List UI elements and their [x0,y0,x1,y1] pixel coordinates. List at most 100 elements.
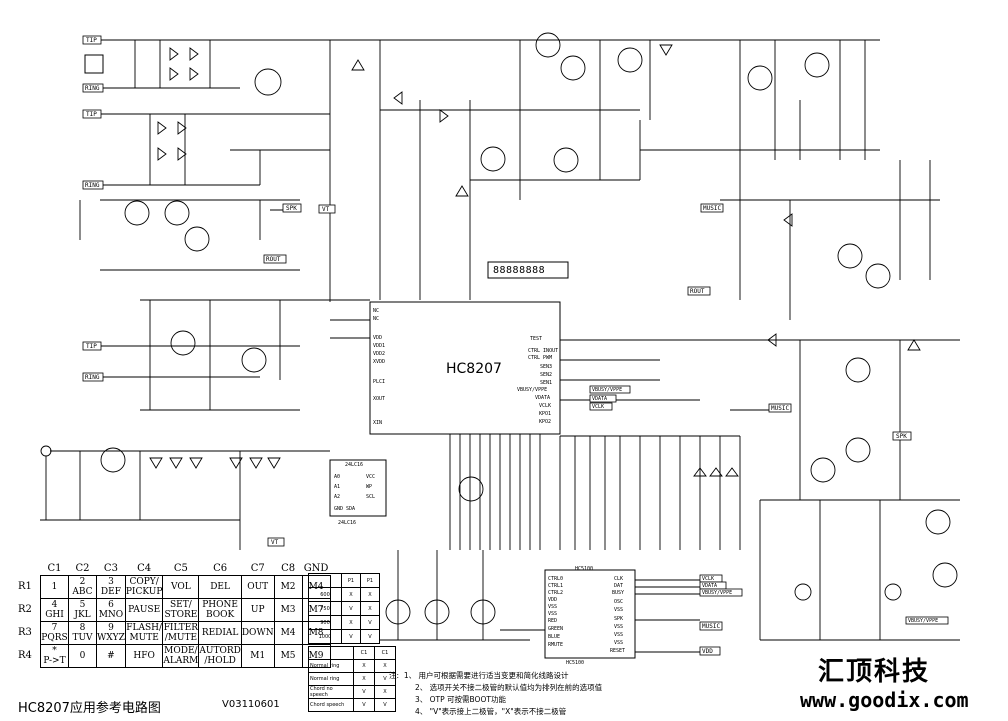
option-table-a: P1 P1 600 X X 750 V X 900 X V 1000 V V [308,573,380,644]
keypad-row-header: R4 [18,650,32,661]
svg-text:MUSIC: MUSIC [771,405,789,412]
keypad-cell: M2 [273,575,303,599]
ring-tag-2: RING [82,180,104,190]
tip-tag-1: TIP [82,35,102,45]
svg-text:MUSIC: MUSIC [702,623,720,630]
keypad-cell: M4 [273,621,303,645]
svg-text:NC: NC [373,308,379,314]
tip-tag-3: TIP [82,341,102,351]
svg-text:A0: A0 [334,474,340,480]
option-table-a-header: P1 P1 [308,573,380,588]
ic-hc5100: HC5100 CTRL0 CTRL1 CTRL2 VDD VSS VSS RED… [500,566,743,666]
keypad-col-header: C8 [281,563,296,574]
svg-text:CTRL1: CTRL1 [548,583,563,589]
svg-text:VDATA: VDATA [535,395,550,401]
ring-tag-3: RING [82,372,104,382]
note-item: 4、 "V"表示接上二极管，"X"表示不接二极管 [415,707,567,716]
top-right-circuits: MUSIC [640,39,940,320]
svg-text:A1: A1 [334,484,340,490]
svg-text:SEN1: SEN1 [540,380,552,386]
note-item: 2、 选项开关不接二极管的默认值均为排列在前的选项值 [415,683,603,692]
svg-text:ROUT: ROUT [690,288,705,295]
keypad-cell: UP [240,598,275,622]
ring-tag-1: RING [82,83,104,93]
option-table-a-row: 750 V X [308,601,380,616]
keypad-cell: M3 [273,598,303,622]
svg-text:CTRL0: CTRL0 [548,576,563,582]
ic-hc8207-label: HC8207 [446,361,502,377]
svg-text:XOUT: XOUT [373,396,385,402]
svg-text:XVDD: XVDD [373,359,385,365]
diagram-version: V03110601 [222,699,280,710]
svg-text:VDD: VDD [373,335,382,341]
music-tag-1: MUSIC [700,203,724,213]
svg-text:VBUSY/VPPE: VBUSY/VPPE [908,618,938,624]
keypad-cell: AUTORD/HOLD [198,644,242,668]
option-table-a-row: 1000 V V [308,629,380,644]
svg-text:BUSY: BUSY [612,590,624,596]
vt-tag-2: VT [267,537,285,547]
svg-text:SPK: SPK [286,205,297,212]
keypad-cell: M1 [240,644,275,668]
diagram-caption: HC8207应用参考电路图 [18,701,161,716]
keypad-col-header: C7 [250,563,265,574]
svg-text:RING: RING [85,374,100,381]
svg-text:TIP: TIP [86,37,97,44]
keypad-cell: DEL [198,575,242,599]
svg-text:VSS: VSS [548,604,557,610]
option-table-b-header: C1 C1 [308,646,396,660]
option-table-a-row: 900 X V [308,615,380,630]
rout-tag-1: ROUT [263,254,287,264]
svg-text:VDD1: VDD1 [373,343,385,349]
vclk-tag-2: VCLK [699,574,723,583]
music-tag-3: MUSIC [699,621,723,631]
option-table-b-row: Chord no speech V X [308,685,396,699]
ic-24lc16: 24LC16 A0 A1 A2 GND SDA VCC WP SCL 24LC1… [329,459,387,526]
svg-text:ROUT: ROUT [266,256,281,263]
keypad-cell: DOWN [240,621,275,645]
tip-ring-input-3: TIP RING [82,299,370,411]
svg-text:VBUSY/VPPE: VBUSY/VPPE [517,387,547,393]
keypad-col-header: GND [303,563,329,574]
keypad-cell: REDIAL [198,621,242,645]
svg-text:RING: RING [85,85,100,92]
svg-text:RED: RED [548,618,557,624]
keypad-cell: COPY/PICKUP [124,575,164,599]
company-website: www.goodix.com [800,688,969,712]
svg-text:VDATA: VDATA [592,396,607,402]
svg-text:SEN3: SEN3 [540,364,552,370]
svg-text:CTRL INOUT: CTRL INOUT [528,348,558,354]
svg-text:A2: A2 [334,494,340,500]
keypad-col-header: C6 [213,563,228,574]
svg-text:VCC: VCC [366,474,375,480]
ic-hc5100-label: HC5100 [575,566,593,572]
svg-text:SCL: SCL [366,494,375,500]
keypad-col-header: C2 [75,563,90,574]
svg-text:OSC: OSC [614,599,623,605]
lcd-display-value: 88888888 [493,265,545,276]
keypad-row: R4 *P->T 0 # HFO MODE/ALARM AUTORD/HOLD … [18,644,331,668]
svg-text:BLUE: BLUE [548,634,560,640]
tip-ring-input-2: TIP RING [82,109,330,190]
note-item: 1、 用户可根据需要进行适当变更和简化线路设计 [403,671,569,680]
vbusy-tag-3: VBUSY/VPPE [905,616,949,625]
company-name: 汇顶科技 [818,657,931,687]
center-top-circuits: VT ROUT [240,32,711,300]
svg-text:WP: WP [366,484,372,490]
svg-text:CTRL PWM: CTRL PWM [528,355,552,361]
notes-block: 注: 1、 用户可根据需要进行适当变更和简化线路设计 2、 选项开关不接二极管的… [389,670,602,718]
option-table-b-row: Normal ring X V [308,672,396,686]
spk-tag-1: SPK [282,203,302,213]
key-matrix-bus [449,434,741,550]
